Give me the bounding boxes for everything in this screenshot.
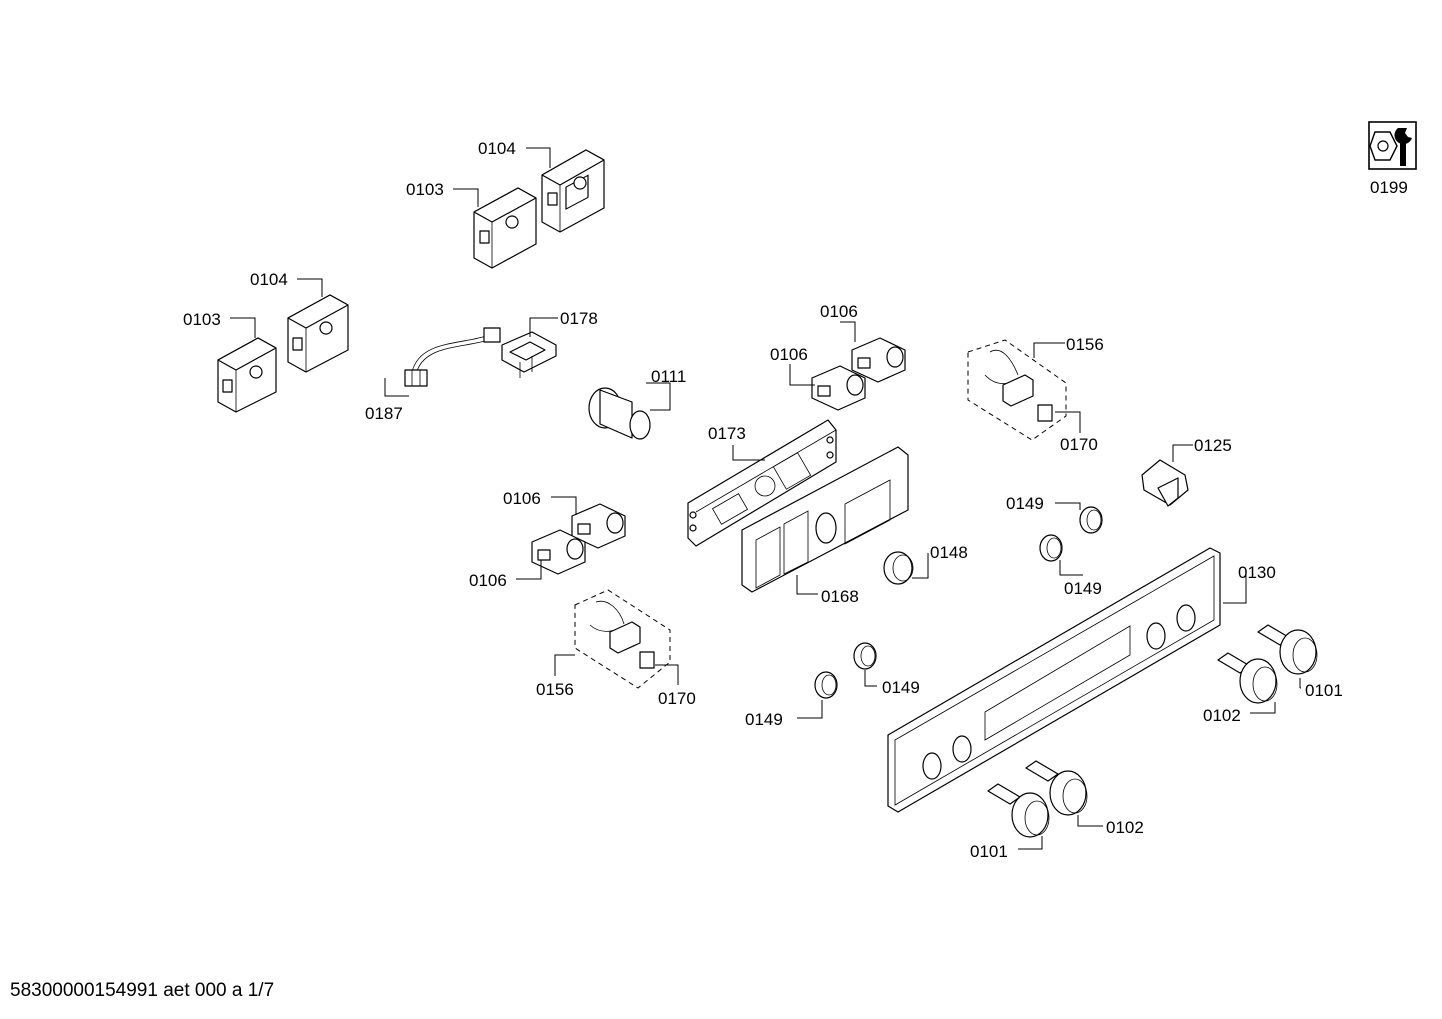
label-0130: 0130 (1238, 563, 1276, 582)
label-0106-a: 0106 (820, 302, 858, 321)
label-0178: 0178 (560, 309, 598, 328)
display-frame-0168 (741, 446, 909, 593)
ring-0149-c (853, 642, 877, 670)
selector-switch-0103-top (473, 187, 537, 269)
lamp-holder-0106-d (531, 529, 586, 575)
label-0156-left: 0156 (536, 680, 574, 699)
label-0103-left: 0103 (183, 310, 221, 329)
label-0149-a: 0149 (1006, 494, 1044, 513)
lamp-holder-0106-a (851, 337, 906, 383)
label-0101-lower: 0101 (970, 842, 1008, 861)
knob-0101-right (1257, 624, 1318, 675)
ring-0149-a (1079, 506, 1103, 534)
thermostat-0111 (588, 387, 651, 440)
bracket-0125 (1141, 459, 1189, 507)
knob-0102-right (1217, 652, 1278, 704)
control-board-0173 (687, 419, 837, 547)
label-0148: 0148 (930, 543, 968, 562)
wrench-nut-icon (1368, 121, 1417, 170)
label-0125: 0125 (1194, 436, 1232, 455)
sensor-assembly-0156-left (574, 589, 671, 689)
ring-0148 (883, 551, 914, 585)
label-0170-right: 0170 (1060, 435, 1098, 454)
label-0106-c: 0106 (503, 489, 541, 508)
selector-switch-0104-top (541, 149, 605, 233)
label-0173: 0173 (708, 424, 746, 443)
label-0199: 0199 (1370, 178, 1408, 197)
label-0149-d: 0149 (745, 710, 783, 729)
label-0156-right: 0156 (1066, 335, 1104, 354)
label-0106-d: 0106 (469, 571, 507, 590)
label-0111: 0111 (651, 367, 686, 386)
label-0149-b: 0149 (1064, 579, 1102, 598)
label-0102-right: 0102 (1203, 706, 1241, 725)
label-0170-left: 0170 (658, 689, 696, 708)
label-0104-top: 0104 (478, 139, 516, 158)
leader-lines (230, 147, 1301, 850)
knob-0102-lower (1025, 760, 1088, 816)
ring-0149-d (814, 671, 838, 699)
label-0102-lower: 0102 (1106, 818, 1144, 837)
lamp-holder-0106-b (811, 365, 866, 411)
label-0149-c: 0149 (882, 678, 920, 697)
label-0106-b: 0106 (770, 345, 808, 364)
selector-switch-0103-left (217, 337, 277, 413)
control-panel-0130 (887, 547, 1221, 813)
label-0103-top: 0103 (406, 180, 444, 199)
label-0187: 0187 (365, 404, 403, 423)
label-0104-left: 0104 (250, 270, 288, 289)
label-0168: 0168 (821, 587, 859, 606)
micro-switch-0178 (501, 331, 557, 378)
cable-harness-0187 (404, 327, 501, 387)
selector-switch-0104-left (287, 294, 349, 373)
label-0101-right: 0101 (1305, 681, 1343, 700)
knob-0101-lower (987, 783, 1050, 838)
ring-0149-b (1039, 534, 1063, 562)
sensor-assembly-0156-right (967, 339, 1067, 441)
document-footer-id: 58300000154991 aet 000 a 1/7 (10, 980, 275, 1001)
